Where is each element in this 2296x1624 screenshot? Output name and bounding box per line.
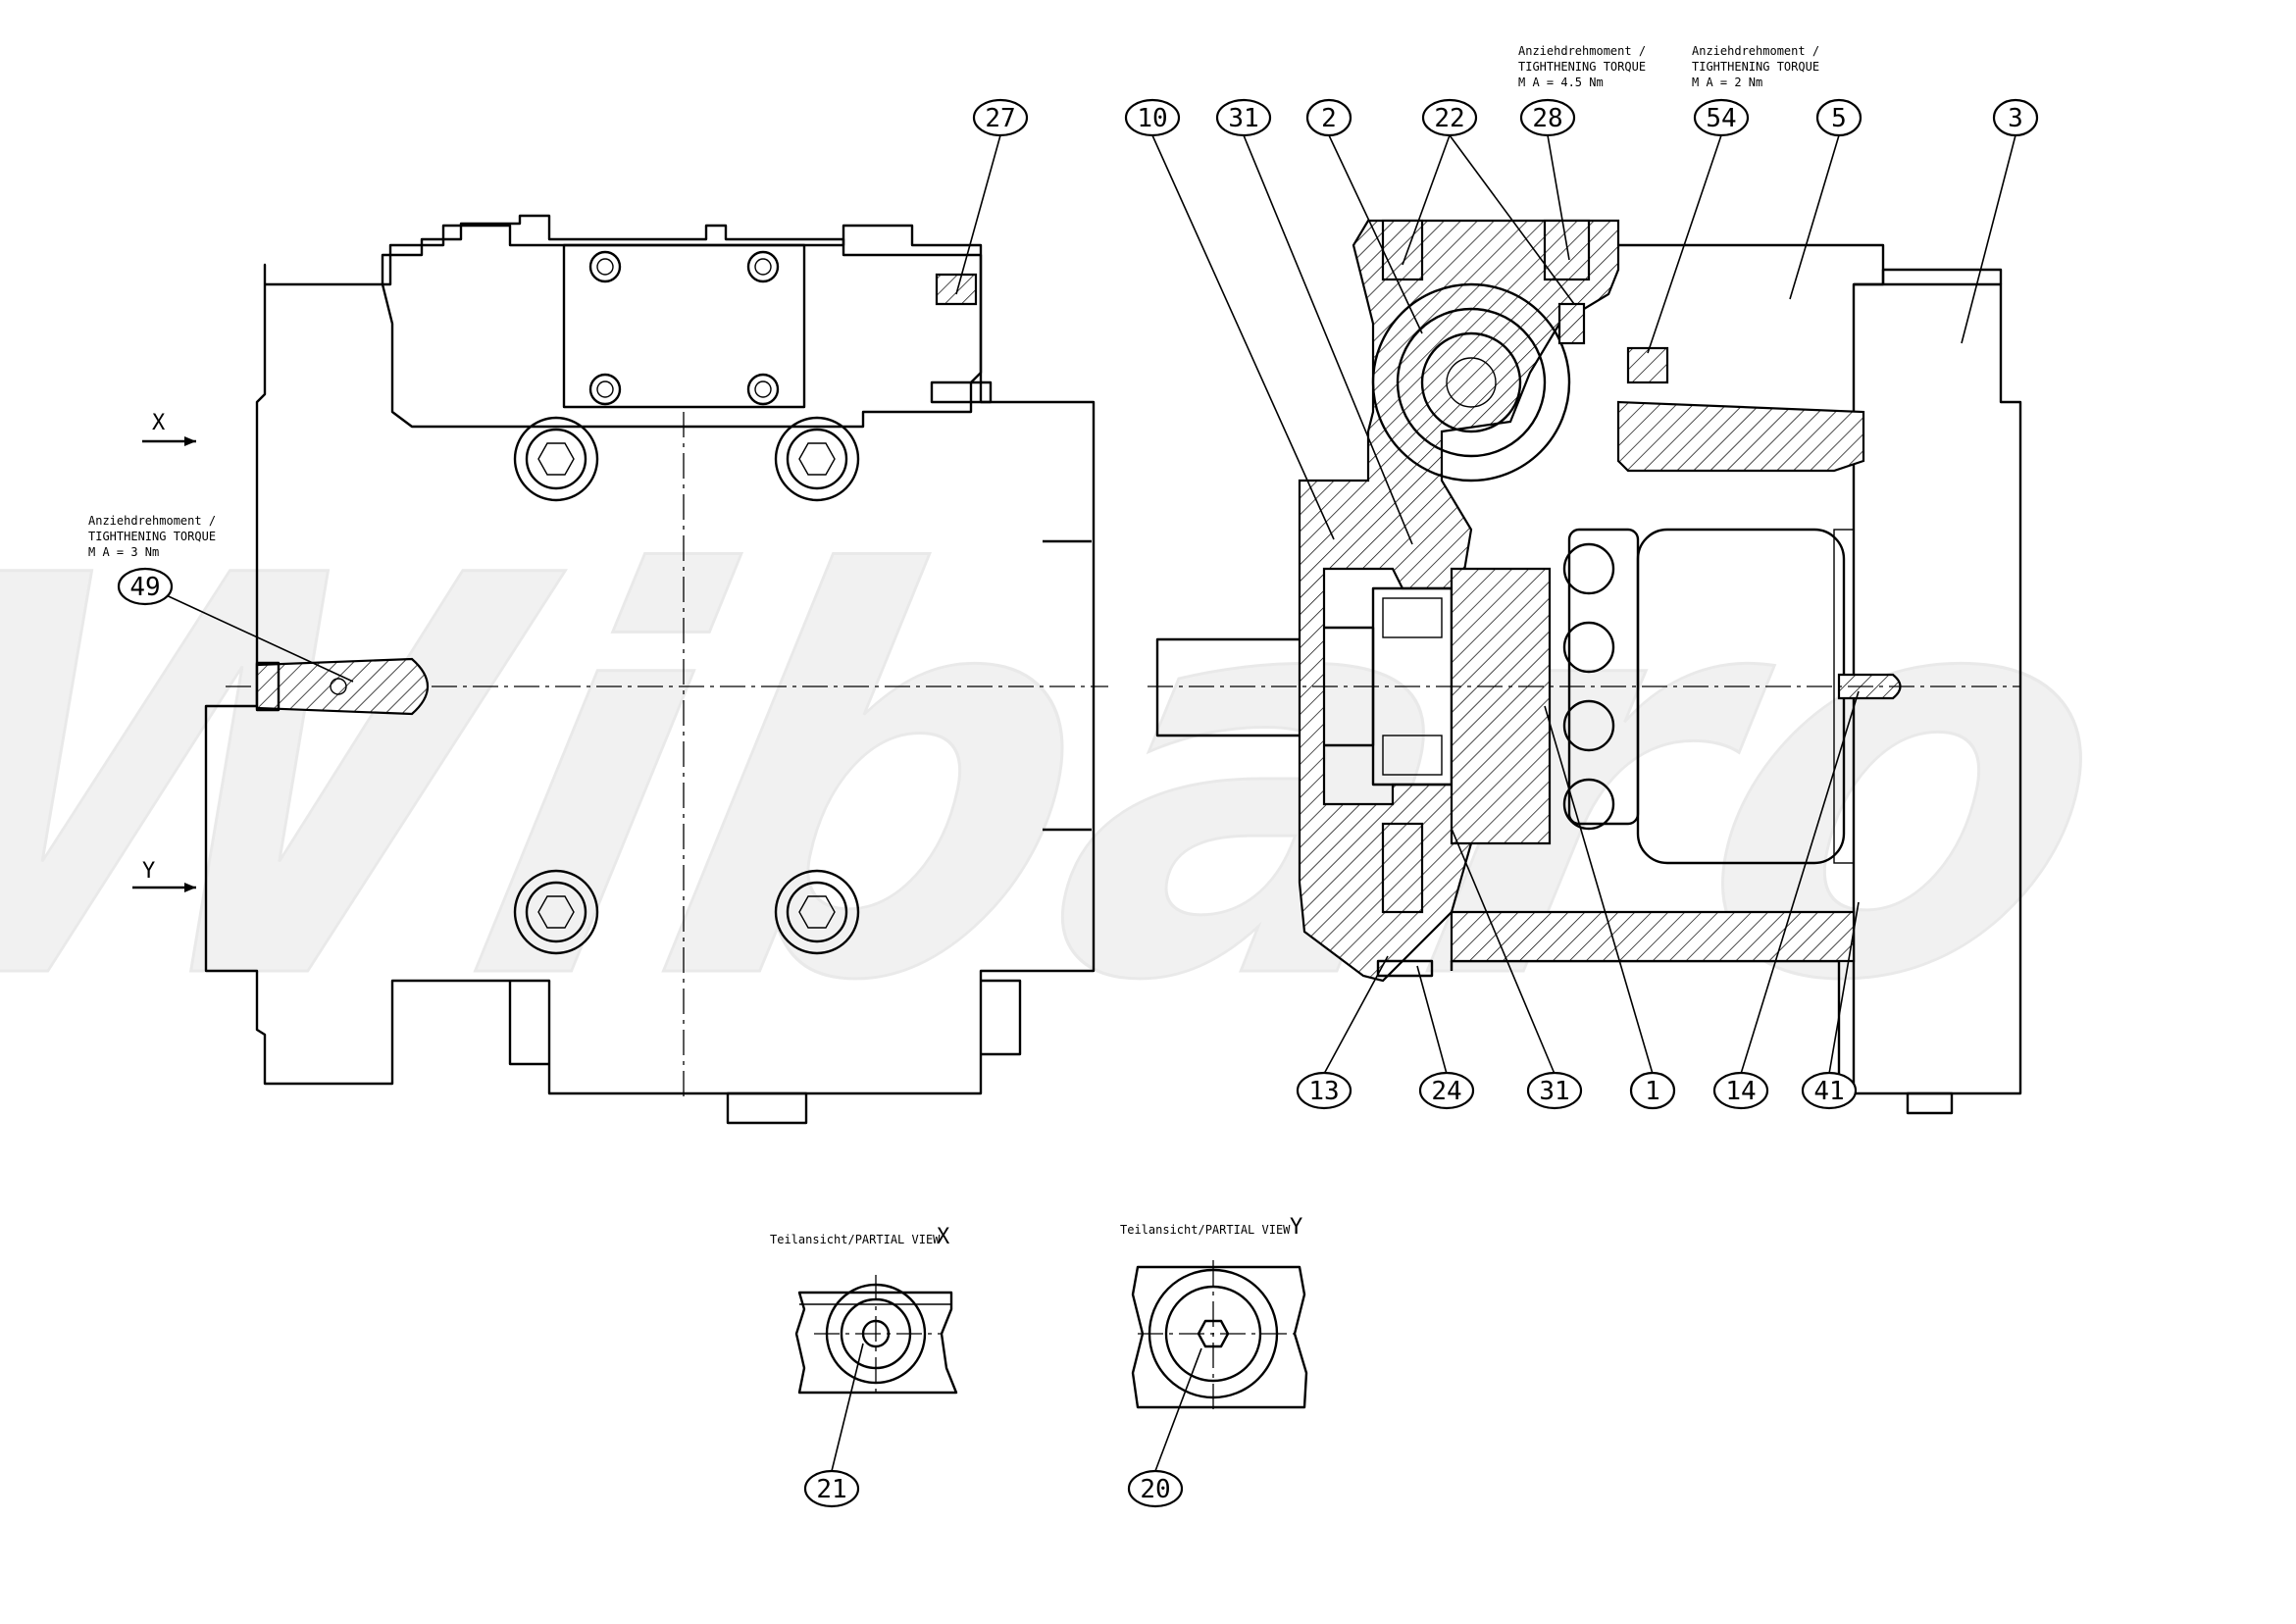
svg-text:5: 5	[1831, 104, 1847, 133]
torque-note-54: Anziehdrehmoment / TIGHTHENING TORQUE M …	[1692, 44, 1819, 89]
torque-note-28-line3: M A = 4.5 Nm	[1518, 76, 1604, 89]
svg-text:54: 54	[1706, 104, 1736, 133]
callout-5: 5	[1815, 98, 1862, 137]
partial-view-x: Teilansicht/PARTIAL VIEW X	[770, 1225, 958, 1395]
svg-text:49: 49	[129, 573, 160, 602]
housing-bolts	[513, 416, 860, 955]
svg-text:41: 41	[1813, 1077, 1844, 1106]
callout-54: 54	[1693, 98, 1750, 137]
torque-note-49-line2: TIGHTHENING TORQUE	[88, 530, 216, 543]
svg-text:21: 21	[816, 1475, 846, 1504]
view-letter-y: Y	[142, 859, 155, 884]
pistons	[1562, 528, 1640, 831]
callout-3: 3	[1992, 98, 2039, 137]
leader-lines	[146, 134, 2016, 1472]
torque-note-54-line3: M A = 2 Nm	[1692, 76, 1762, 89]
torque-note-54-line1: Anziehdrehmoment /	[1692, 44, 1819, 58]
front-view	[204, 214, 1108, 1125]
callout-14: 14	[1712, 1071, 1769, 1110]
callout-2: 2	[1305, 98, 1352, 137]
callout-31-bottom: 31	[1526, 1071, 1583, 1110]
svg-text:2: 2	[1321, 104, 1337, 133]
callout-1: 1	[1629, 1071, 1676, 1110]
callout-31-top: 31	[1215, 98, 1272, 137]
callout-41: 41	[1801, 1071, 1858, 1110]
svg-text:13: 13	[1308, 1077, 1339, 1106]
partial-view-x-caption: Teilansicht/PARTIAL VIEW	[770, 1233, 941, 1246]
torque-note-49: Anziehdrehmoment / TIGHTHENING TORQUE M …	[88, 514, 216, 559]
section-view	[1148, 219, 2022, 1115]
callout-27: 27	[972, 98, 1029, 137]
partial-view-y: Teilansicht/PARTIAL VIEW Y	[1120, 1215, 1308, 1412]
svg-text:31: 31	[1228, 104, 1258, 133]
svg-text:27: 27	[985, 104, 1015, 133]
svg-text:31: 31	[1539, 1077, 1569, 1106]
view-letter-x: X	[152, 411, 166, 435]
watermark: Wibaro	[0, 461, 2167, 1101]
callout-28: 28	[1519, 98, 1576, 137]
callout-20: 20	[1127, 1469, 1184, 1508]
svg-text:14: 14	[1725, 1077, 1756, 1106]
torque-note-28: Anziehdrehmoment / TIGHTHENING TORQUE M …	[1518, 44, 1646, 89]
callout-21: 21	[803, 1469, 860, 1508]
callout-24: 24	[1418, 1071, 1475, 1110]
view-arrows: X Y	[132, 411, 196, 892]
partial-view-x-letter: X	[937, 1225, 950, 1249]
svg-text:1: 1	[1645, 1077, 1660, 1106]
plate-screws	[588, 250, 780, 406]
svg-text:28: 28	[1532, 104, 1562, 133]
svg-text:10: 10	[1137, 104, 1167, 133]
partial-view-y-letter: Y	[1290, 1215, 1302, 1240]
svg-text:3: 3	[2008, 104, 2023, 133]
torque-note-54-line2: TIGHTHENING TORQUE	[1692, 60, 1819, 74]
torque-note-28-line1: Anziehdrehmoment /	[1518, 44, 1646, 58]
torque-note-28-line2: TIGHTHENING TORQUE	[1518, 60, 1646, 74]
svg-text:22: 22	[1434, 104, 1464, 133]
callout-13: 13	[1296, 1071, 1352, 1110]
torque-note-49-line1: Anziehdrehmoment /	[88, 514, 216, 528]
svg-text:20: 20	[1140, 1475, 1170, 1504]
callout-22: 22	[1421, 98, 1478, 137]
callouts: 27 10 31 2 22 28 54 5 3 13 24 31 1 14 41…	[117, 98, 2039, 1508]
callout-49: 49	[117, 567, 174, 606]
svg-text:24: 24	[1431, 1077, 1461, 1106]
callout-10: 10	[1124, 98, 1181, 137]
partial-view-y-caption: Teilansicht/PARTIAL VIEW	[1120, 1223, 1291, 1237]
torque-note-49-line3: M A = 3 Nm	[88, 545, 159, 559]
